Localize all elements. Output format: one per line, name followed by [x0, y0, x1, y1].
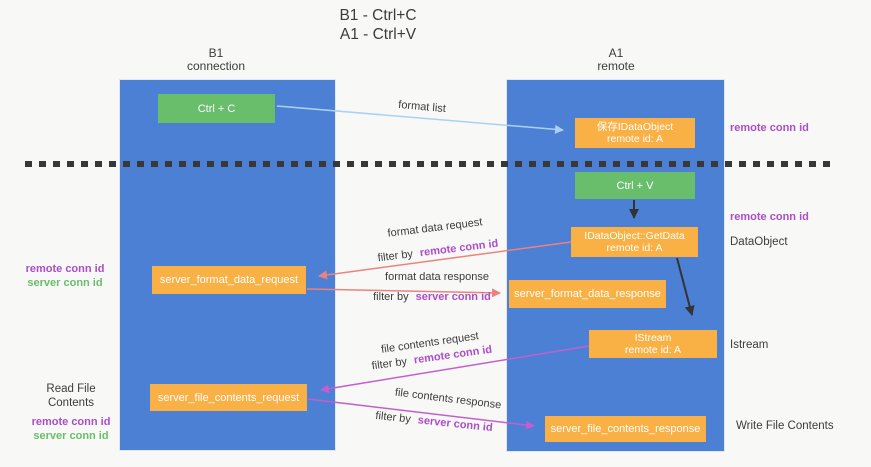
node-server-file-contents-request-label: server_file_contents_request	[157, 391, 300, 404]
node-save-dataobject-line1: 保存IDataObject	[596, 120, 674, 133]
lifeline-left-role: connection	[186, 59, 246, 73]
left-label-server-conn-id: server conn id	[27, 277, 103, 289]
filter-prefix: filter by	[374, 409, 412, 426]
filter-key-server-conn-id: server conn id	[417, 414, 494, 435]
format-data-response-text: format data response	[385, 271, 489, 283]
node-ctrl-c-label: Ctrl + C	[197, 102, 236, 115]
left-label-remote-conn-id: remote conn id	[31, 416, 111, 428]
right-label-remote-conn-id-top: remote conn id	[730, 122, 809, 134]
arrow-label-format-data-response: format data response	[377, 271, 497, 284]
arrow-label-file-contents-response: file contents response	[383, 385, 514, 414]
node-istream: IStream remote id: A	[589, 330, 717, 358]
arrow-label-file-response-filter: filter by server conn id	[364, 409, 505, 437]
node-server-file-contents-response-label: server_file_contents_response	[550, 423, 701, 435]
node-ctrl-v-label: Ctrl + V	[616, 179, 654, 192]
node-server-format-data-request: server_format_data_request	[152, 266, 306, 294]
node-ctrl-v: Ctrl + V	[575, 172, 695, 199]
right-label-dataobject: DataObject	[730, 236, 788, 248]
filter-prefix: filter by	[370, 355, 408, 373]
lifeline-right-role: remote	[597, 59, 635, 73]
node-idataobject-getdata: IDataObject::GetData remote id: A	[571, 227, 698, 257]
node-server-format-data-response-label: server_format_data_response	[514, 288, 661, 300]
filter-key-remote-conn-id: remote conn id	[419, 237, 499, 260]
format-list-text: format list	[397, 98, 447, 116]
node-idataobject-getdata-line2: remote id: A	[606, 242, 663, 254]
arrow-label-format-data-request: format data request	[375, 215, 496, 243]
filter-key-server-conn-id: server conn id	[415, 291, 491, 303]
arrow-label-format-request-filter: filter by remote conn id	[368, 237, 509, 267]
format-data-request-text: format data request	[386, 216, 484, 240]
arrow-label-format-list: format list	[382, 98, 463, 118]
lifeline-right-name: A1	[608, 46, 624, 60]
left-label-format-conn-ids: remote conn id server conn id	[24, 262, 106, 290]
title-line-1: B1 - Ctrl+C	[339, 7, 417, 24]
node-istream-line2: remote id: A	[624, 344, 682, 356]
lifeline-left-name: B1	[208, 46, 224, 60]
right-label-remote-conn-id-mid: remote conn id	[730, 211, 809, 223]
title-line-2: A1 - Ctrl+V	[339, 26, 417, 43]
filter-prefix: filter by	[373, 291, 409, 303]
node-server-format-data-request-label: server_format_data_request	[159, 274, 299, 286]
node-server-format-data-response: server_format_data_response	[509, 280, 666, 308]
node-idataobject-getdata-line1: IDataObject::GetData	[584, 229, 685, 242]
right-label-istream: Istream	[730, 339, 769, 351]
node-save-dataobject: 保存IDataObject remote id: A	[575, 118, 695, 148]
lifeline-left-header: B1 connection	[146, 47, 286, 73]
lifeline-right-header: A1 remote	[546, 47, 686, 73]
node-ctrl-c: Ctrl + C	[158, 94, 275, 123]
filter-prefix: filter by	[376, 248, 414, 265]
left-label-server-conn-id: server conn id	[33, 430, 109, 442]
left-label-read-file-contents: Read File Contents	[46, 383, 96, 409]
arrow-label-format-response-filter: filter by server conn id	[362, 291, 502, 304]
left-label-remote-conn-id: remote conn id	[25, 263, 105, 275]
left-label-read-file-contents-block: Read File Contents remote conn id server…	[22, 382, 120, 443]
node-save-dataobject-line2: remote id: A	[606, 133, 664, 145]
diagram-title: B1 - Ctrl+C A1 - Ctrl+V	[253, 6, 503, 44]
right-label-write-file-contents: Write File Contents	[736, 420, 834, 432]
node-server-file-contents-response: server_file_contents_response	[545, 416, 706, 442]
file-contents-response-text: file contents response	[394, 386, 502, 412]
clipboard-boundary-dashed-line	[25, 161, 837, 167]
node-istream-line1: IStream	[634, 331, 672, 344]
node-server-file-contents-request: server_file_contents_request	[150, 384, 307, 411]
